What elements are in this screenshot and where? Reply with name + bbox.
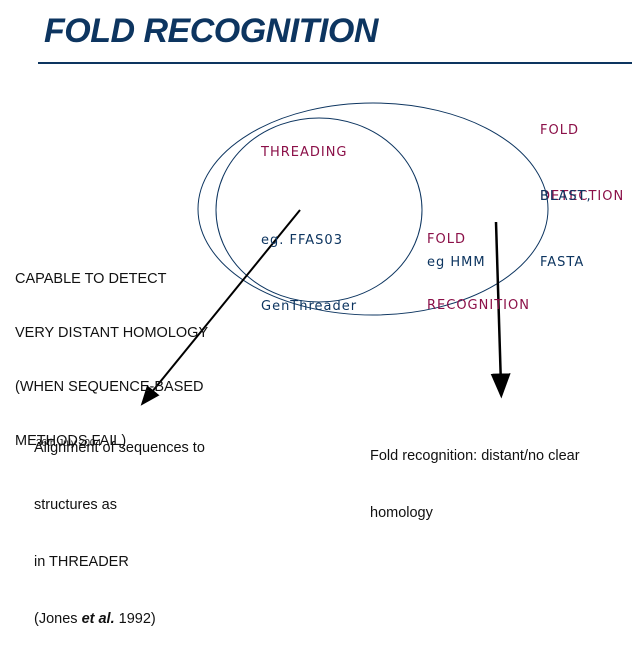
fold-detection-heading-line1: FOLD xyxy=(540,123,579,138)
threading-note-line-3: in THREADER xyxy=(34,554,129,570)
threading-example-1: eg. FFAS03 xyxy=(261,233,343,248)
fold-recognition-heading: FOLD RECOGNITION xyxy=(427,185,530,339)
threading-example-2: GenThreader xyxy=(261,299,358,314)
left-note-line-3: (WHEN SEQUENCE-BASED xyxy=(15,379,204,395)
threading-note-line-2: structures as xyxy=(34,497,117,513)
fold-recognition-example: eg HMM xyxy=(427,255,486,270)
fold-note-line-1: Fold recognition: distant/no clear xyxy=(370,448,580,464)
threading-note-line-4: (Jones et al. 1992) xyxy=(34,610,205,629)
citation-et-al: et al. xyxy=(81,611,115,627)
fold-recognition-arrow xyxy=(490,221,511,399)
fold-note: Fold recognition: distant/no clear homol… xyxy=(370,409,580,542)
left-note: CAPABLE TO DETECT VERY DISTANT HOMOLOGY … xyxy=(15,234,208,468)
venn-diagram xyxy=(140,102,549,406)
citation-author: (Jones xyxy=(34,611,82,627)
citation-year: 1992) xyxy=(114,611,156,627)
threading-note-line-1: Alignment of sequences to xyxy=(34,440,205,456)
fold-recognition-ellipse xyxy=(197,102,549,316)
slide-title: FOLD RECOGNITION xyxy=(44,12,378,50)
left-note-line-1: CAPABLE TO DETECT xyxy=(15,271,167,287)
fold-detection-heading: FOLD DETECTION xyxy=(540,76,624,230)
left-note-line-2: VERY DISTANT HOMOLOGY xyxy=(15,325,209,341)
fold-detection-examples: BLAST, FASTA xyxy=(540,142,592,296)
fold-detection-example-1: BLAST, xyxy=(540,189,592,204)
fold-detection-example-2: FASTA xyxy=(540,255,585,270)
threading-examples: eg. FFAS03 GenThreader xyxy=(261,186,357,340)
left-note-line-4: METHODS FAIL) xyxy=(15,433,127,449)
threading-heading: THREADING xyxy=(261,145,348,160)
title-underline xyxy=(38,62,632,64)
fold-note-line-2: homology xyxy=(370,505,433,521)
threading-ellipse xyxy=(215,117,423,303)
fold-recognition-heading-line2: RECOGNITION xyxy=(427,298,530,313)
slide-date-overlay: 26th July 2004 xyxy=(36,438,102,449)
threading-arrow xyxy=(140,209,301,406)
fold-detection-heading-line2: DETECTION xyxy=(540,189,625,204)
fold-recognition-heading-line1: FOLD xyxy=(427,232,466,247)
